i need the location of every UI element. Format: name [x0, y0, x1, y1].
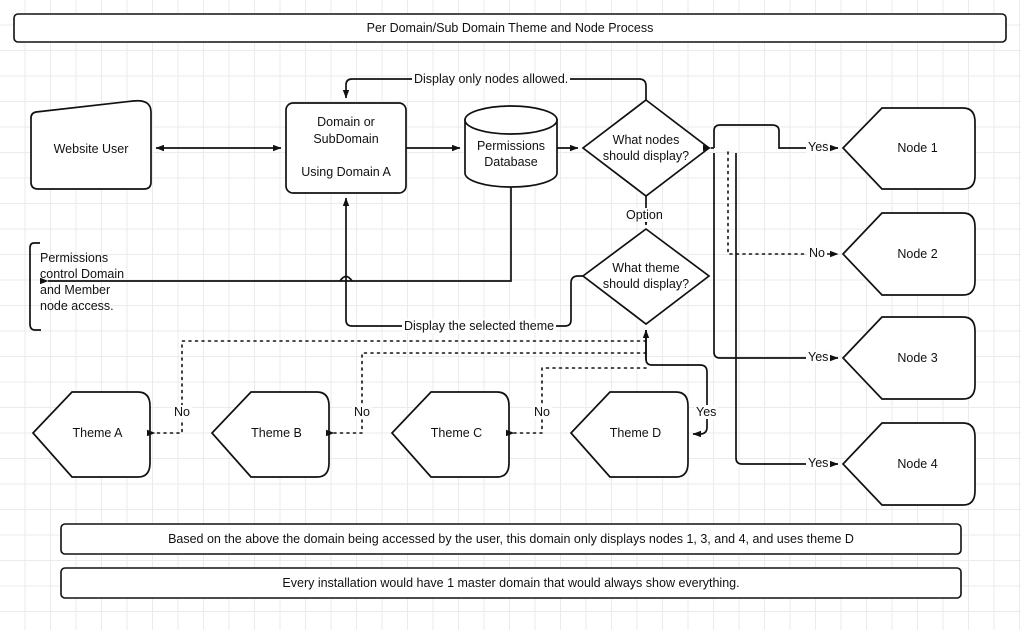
edge-label-display-only-nodes: Display only nodes allowed. [412, 72, 571, 86]
edge-display-selected-theme [346, 198, 583, 327]
decision-nodes-shape [581, 98, 711, 198]
edge-theme-b-no [326, 352, 647, 437]
footer-banner-2-shape [60, 567, 962, 599]
edge-label-node4-yes: Yes [806, 456, 831, 470]
edge-node2-no [727, 151, 839, 258]
domain-box-shape [285, 102, 407, 194]
footer-banner-1-shape [60, 523, 962, 555]
edge-database-note [40, 187, 512, 285]
website-user-shape [30, 99, 152, 190]
edge-label-node3-yes: Yes [806, 350, 831, 364]
database-cylinder-top [464, 105, 558, 135]
note-bracket-shape [29, 242, 41, 331]
edge-theme-c-no [506, 367, 647, 437]
node-1-shape [841, 107, 976, 190]
theme-b-shape [210, 391, 330, 478]
theme-a-shape [31, 391, 151, 478]
node-2-shape [841, 212, 976, 296]
node-4-shape [841, 422, 976, 506]
edge-theme-d-yes [645, 330, 708, 438]
edge-line-hop [339, 275, 353, 282]
theme-d-shape [569, 391, 689, 478]
decision-theme-shape [581, 227, 711, 326]
edge-label-theme-c-no: No [532, 405, 552, 419]
edge-node1-yes [713, 124, 839, 152]
edge-label-theme-b-no: No [352, 405, 372, 419]
edge-label-node2-no: No [807, 246, 827, 260]
edge-node3-yes [713, 153, 839, 362]
title-banner-shape [13, 13, 1007, 43]
database-cylinder-body [464, 119, 558, 188]
edge-label-theme-d-yes: Yes [694, 405, 719, 419]
node-3-shape [841, 316, 976, 400]
edge-label-theme-a-no: No [172, 405, 192, 419]
edge-label-node1-yes: Yes [806, 140, 831, 154]
theme-c-shape [390, 391, 510, 478]
edge-node4-yes [735, 153, 839, 468]
edge-label-option: Option [624, 208, 665, 222]
edge-label-display-selected-theme: Display the selected theme [402, 319, 557, 333]
